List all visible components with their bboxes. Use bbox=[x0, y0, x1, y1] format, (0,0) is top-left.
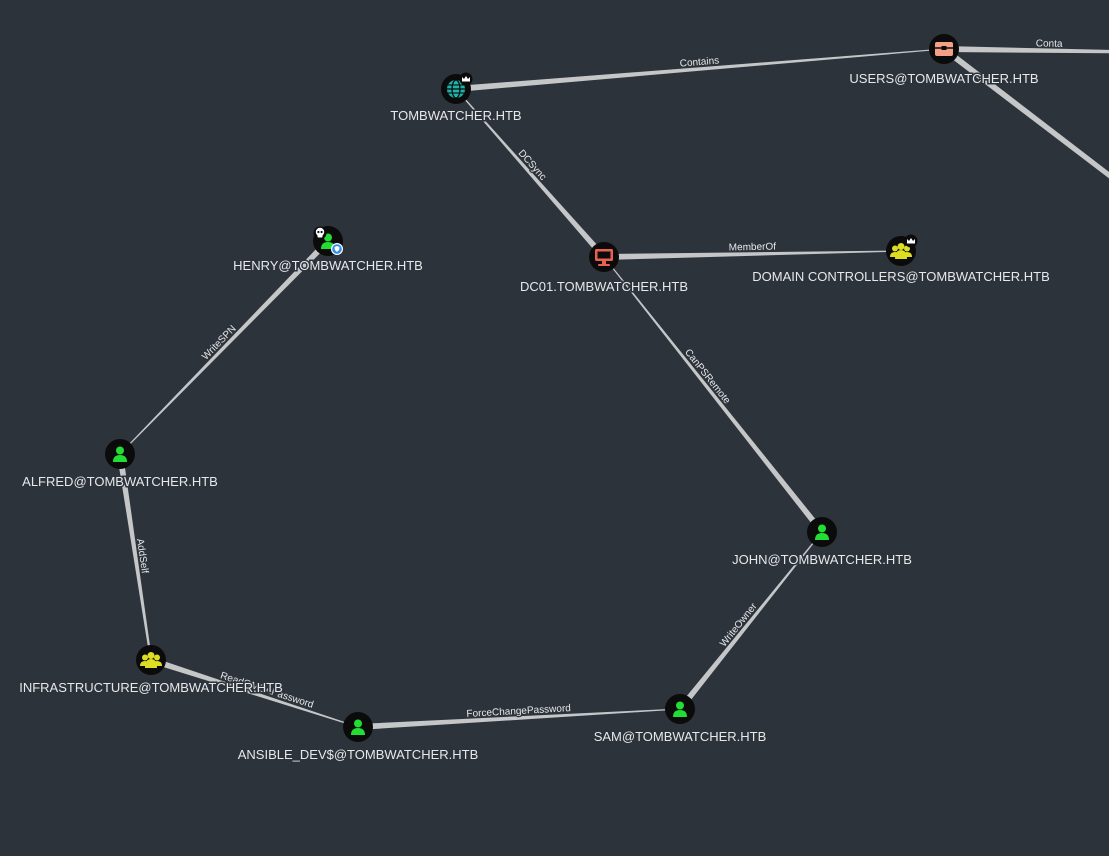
edge-label: MemberOf bbox=[729, 242, 777, 254]
node-label: TOMBWATCHER.HTB bbox=[390, 108, 521, 123]
edge-line bbox=[150, 657, 359, 728]
edge-alfred-infra[interactable]: AddSelf bbox=[117, 453, 152, 661]
node-ansible[interactable]: ANSIBLE_DEV$@TOMBWATCHER.HTB bbox=[236, 712, 480, 764]
crown-badge bbox=[904, 234, 918, 248]
edge-line bbox=[677, 531, 823, 711]
node-henry[interactable]: HENRY@TOMBWATCHER.HTB bbox=[232, 226, 424, 275]
node-label: JOHN@TOMBWATCHER.HTB bbox=[732, 552, 912, 567]
node-label: USERS@TOMBWATCHER.HTB bbox=[849, 71, 1038, 86]
node-dc01[interactable]: DC01.TOMBWATCHER.HTB bbox=[518, 242, 690, 296]
edge-domain-users[interactable]: Contains bbox=[455, 48, 945, 92]
users-group-icon bbox=[136, 645, 166, 675]
node-alfred[interactable]: ALFRED@TOMBWATCHER.HTB bbox=[21, 439, 219, 491]
edge-line bbox=[603, 250, 902, 260]
crown-badge bbox=[459, 72, 473, 86]
user-icon bbox=[343, 712, 373, 742]
edge-line bbox=[357, 708, 681, 730]
edge-label: Contains bbox=[679, 55, 719, 69]
edge-line bbox=[603, 256, 825, 534]
monitor-icon bbox=[589, 242, 619, 272]
edge-dc01-dcs[interactable]: MemberOf bbox=[603, 240, 902, 260]
edge-ansible-sam[interactable]: ForceChangePassword bbox=[357, 702, 681, 730]
user-icon bbox=[665, 694, 695, 724]
node-infra[interactable]: INFRASTRUCTURE@TOMBWATCHER.HTB bbox=[18, 645, 284, 697]
box-icon bbox=[929, 34, 959, 64]
user-icon bbox=[105, 439, 135, 469]
edge-line bbox=[117, 453, 152, 661]
edge-line bbox=[455, 48, 945, 92]
node-john[interactable]: JOHN@TOMBWATCHER.HTB bbox=[731, 517, 913, 569]
node-users[interactable]: USERS@TOMBWATCHER.HTB bbox=[848, 34, 1040, 88]
node-domain[interactable]: TOMBWATCHER.HTB bbox=[389, 72, 523, 125]
node-sam[interactable]: SAM@TOMBWATCHER.HTB bbox=[592, 694, 768, 746]
edge-label: Conta bbox=[1036, 38, 1063, 49]
node-label: ANSIBLE_DEV$@TOMBWATCHER.HTB bbox=[238, 747, 479, 762]
edge-line bbox=[455, 88, 607, 259]
edge-line bbox=[942, 46, 1109, 179]
node-label: ALFRED@TOMBWATCHER.HTB bbox=[22, 474, 218, 489]
edge-users-offscreen-right[interactable]: Conta bbox=[943, 37, 1109, 54]
user-icon bbox=[807, 517, 837, 547]
edge-line bbox=[119, 238, 331, 455]
skull-badge bbox=[313, 226, 327, 240]
edge-users-offscreen-lower-right[interactable] bbox=[942, 46, 1109, 197]
node-label: DOMAIN CONTROLLERS@TOMBWATCHER.HTB bbox=[752, 269, 1050, 284]
node-dcs[interactable]: DOMAIN CONTROLLERS@TOMBWATCHER.HTB bbox=[751, 234, 1051, 286]
nodes-layer: TOMBWATCHER.HTB USERS@TOMBWATCHER.HTB DC01… bbox=[18, 34, 1051, 764]
node-label: HENRY@TOMBWATCHER.HTB bbox=[233, 258, 423, 273]
node-label: DC01.TOMBWATCHER.HTB bbox=[520, 279, 688, 294]
node-label: SAM@TOMBWATCHER.HTB bbox=[594, 729, 767, 744]
shield-badge bbox=[331, 243, 343, 255]
edge-line bbox=[943, 46, 1109, 54]
node-label: INFRASTRUCTURE@TOMBWATCHER.HTB bbox=[19, 680, 283, 695]
